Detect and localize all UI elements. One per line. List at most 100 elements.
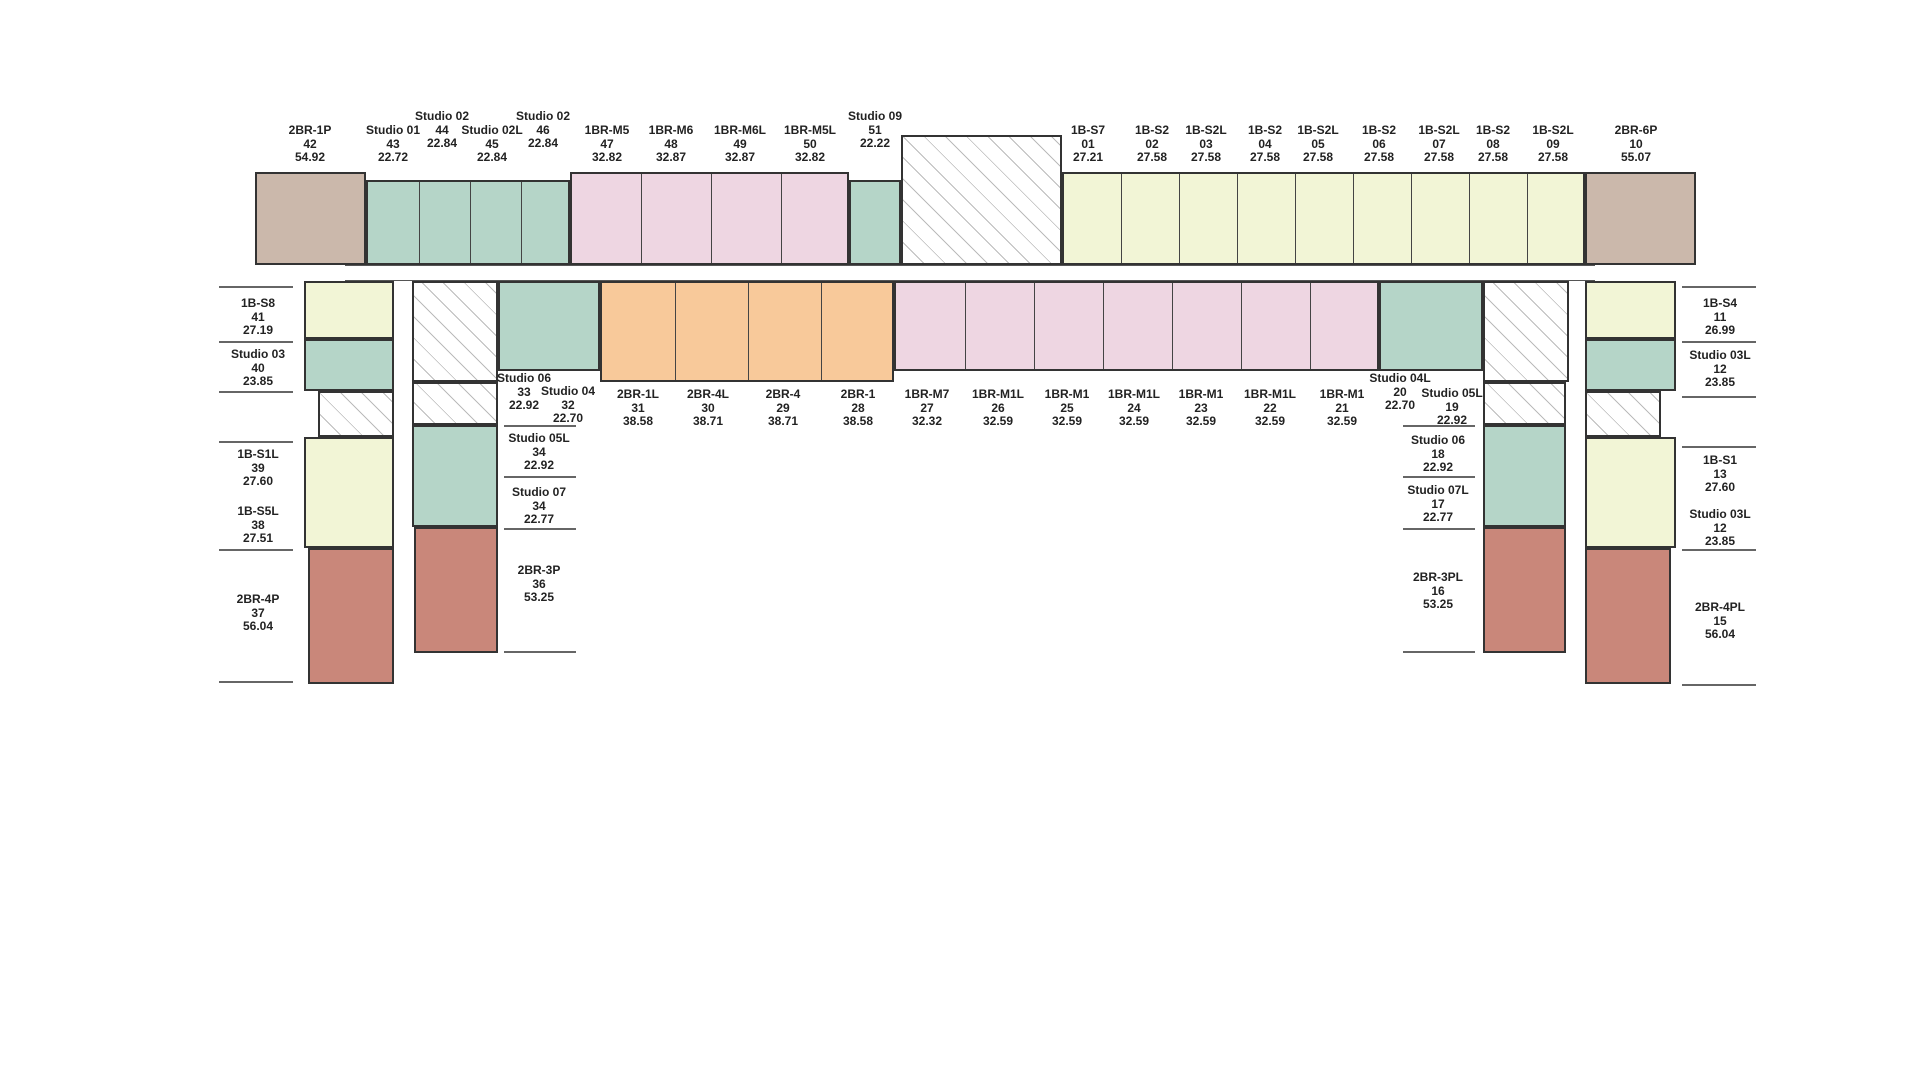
divider [504,651,576,653]
units-13-14[interactable] [1585,437,1676,548]
divider [1403,651,1475,653]
divider [1682,396,1756,398]
unit-05[interactable] [1296,174,1354,263]
unit-16[interactable] [1483,527,1566,653]
unit-09[interactable] [1528,174,1587,263]
studio-block-top [366,180,570,265]
unit-08[interactable] [1470,174,1528,263]
unit-11[interactable] [1585,281,1676,339]
unit-28[interactable] [822,283,896,380]
unit-21[interactable] [1311,283,1381,369]
unit-41[interactable] [304,281,394,339]
unit-50[interactable] [782,174,851,263]
unit-31[interactable] [602,283,676,380]
unit-29[interactable] [749,283,822,380]
unit-04[interactable] [1238,174,1296,263]
unit-30[interactable] [676,283,749,380]
divider [219,391,293,393]
unit-06[interactable] [1354,174,1412,263]
divider [504,528,576,530]
divider [1682,684,1756,686]
unit-27[interactable] [896,283,966,369]
unit-45[interactable] [471,182,522,263]
elevator-stair-core [901,135,1062,265]
unit-36[interactable] [414,527,498,653]
unit-23[interactable] [1173,283,1242,369]
right-inner-core [1483,382,1566,425]
units-39-38[interactable] [304,437,394,548]
unit-33[interactable] [498,281,600,371]
unit-47[interactable] [572,174,642,263]
unit-49[interactable] [712,174,782,263]
unit-46[interactable] [522,182,572,263]
units-18-17[interactable] [1483,425,1566,527]
unit-25[interactable] [1035,283,1104,369]
unit-48[interactable] [642,174,712,263]
unit-26[interactable] [966,283,1035,369]
units-35-34[interactable] [412,425,498,527]
unit-03[interactable] [1180,174,1238,263]
unit-51[interactable] [849,180,901,265]
divider [1403,425,1475,427]
unit-01[interactable] [1064,174,1122,263]
right-stair [1585,391,1661,437]
divider [1403,528,1475,530]
divider [1682,286,1756,288]
unit-10[interactable] [1585,172,1696,265]
left-core [412,281,498,382]
unit-42[interactable] [255,172,366,265]
unit-44[interactable] [420,182,471,263]
unit-12[interactable] [1585,339,1676,391]
2br-block [600,281,894,382]
divider [219,341,293,343]
divider [219,286,293,288]
unit-24[interactable] [1104,283,1173,369]
divider [504,476,576,478]
unit-15[interactable] [1585,548,1671,684]
unit-02[interactable] [1122,174,1180,263]
unit-40[interactable] [304,339,394,391]
unit-07[interactable] [1412,174,1470,263]
unit-20[interactable] [1379,281,1483,371]
unit-37[interactable] [308,548,394,684]
corridor [345,265,1595,281]
unit-43[interactable] [368,182,420,263]
unit-22[interactable] [1242,283,1311,369]
divider [219,441,293,443]
